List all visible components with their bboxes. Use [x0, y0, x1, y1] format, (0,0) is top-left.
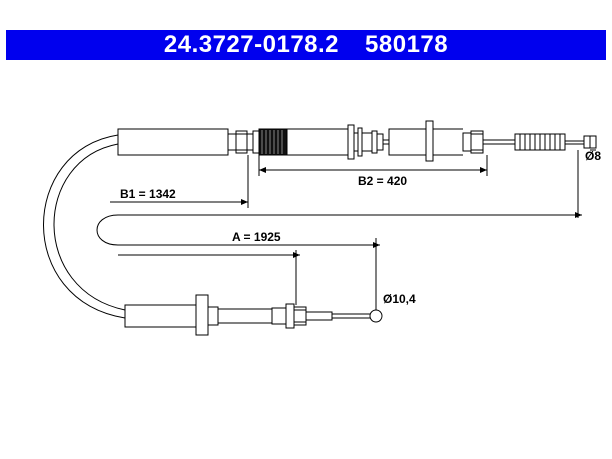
- bottom-sleeve: [124, 304, 197, 328]
- b1-label: B1 = 1342: [120, 187, 176, 201]
- grip-sleeve: [258, 128, 288, 156]
- right-housing: [388, 128, 427, 156]
- cable-loop-outer: [43, 134, 126, 319]
- reference-number: 580178: [365, 31, 449, 58]
- top-fitting-1: [227, 133, 237, 151]
- part-number: 24.3727-0178.2: [163, 31, 340, 58]
- adjuster-nut: [347, 124, 355, 160]
- overall-length-guide: [96, 214, 582, 246]
- a-label: A = 1925: [232, 230, 281, 244]
- bottom-fitting-1: [271, 307, 287, 325]
- right-bracket: [425, 120, 434, 162]
- bottom-fitting-2: [285, 303, 295, 329]
- cable-loop-inner: [53, 143, 126, 311]
- d-ball-label: Ø10,4: [383, 292, 416, 306]
- title-bar: 24.3727-0178.2 580178: [6, 30, 606, 60]
- top-sleeve: [117, 128, 229, 156]
- top-fitting-3: [246, 133, 254, 151]
- b2-label: B2 = 420: [358, 174, 407, 188]
- d8-label: Ø8: [585, 149, 601, 163]
- top-fitting-4: [252, 130, 260, 154]
- middle-sleeve: [286, 128, 349, 156]
- ball-end: [369, 309, 383, 323]
- bottom-bracket: [195, 294, 209, 336]
